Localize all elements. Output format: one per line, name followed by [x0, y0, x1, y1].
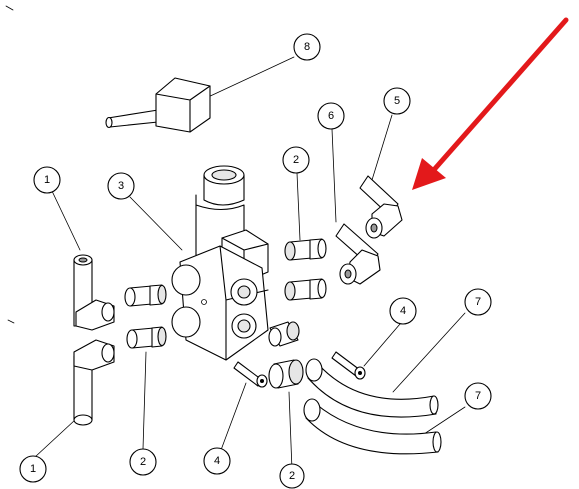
- margin-marks: [5, 5, 15, 324]
- callout-1-lower: 1: [19, 455, 47, 483]
- leader-lines: [34, 56, 466, 471]
- callout-label: 4: [214, 455, 220, 467]
- part-4-pin-left: [233, 361, 268, 388]
- callout-label: 1: [30, 463, 36, 475]
- callout-label: 2: [289, 470, 295, 482]
- callout-7-lower: 7: [464, 382, 492, 410]
- part-7-hose-lower: [303, 398, 442, 455]
- callout-8: 8: [293, 33, 321, 61]
- callout-2-top: 2: [282, 146, 310, 174]
- part-2-fitting-upper-left: [124, 284, 167, 307]
- red-arrow-indicator: [412, 17, 569, 190]
- callout-label: 3: [118, 180, 124, 192]
- part-2-fitting-mid-right: [284, 278, 327, 301]
- callout-4-left: 4: [203, 447, 231, 475]
- callout-3: 3: [107, 172, 135, 200]
- part-5-elbow: [359, 175, 403, 239]
- part-7-hose-upper: [305, 358, 439, 418]
- part-1-elbow-upper: [73, 254, 115, 331]
- part-6-elbow: [335, 223, 381, 285]
- callout-label: 5: [394, 95, 400, 107]
- part-4-pin-right: [331, 351, 366, 380]
- callout-7-upper: 7: [464, 288, 492, 316]
- callout-label: 7: [475, 296, 481, 308]
- callout-1-upper: 1: [33, 166, 61, 194]
- callout-6: 6: [317, 102, 345, 130]
- part-2-fitting-upper-right: [284, 238, 327, 261]
- callout-4-right: 4: [389, 297, 417, 325]
- callout-label: 2: [140, 456, 146, 468]
- callout-5: 5: [383, 87, 411, 115]
- callout-2-lower-left: 2: [129, 448, 157, 476]
- part-2-fitting-center: [268, 321, 300, 347]
- part-1-elbow-lower: [73, 339, 115, 426]
- callout-label: 8: [304, 41, 310, 53]
- part-2-fitting-lower-left: [126, 326, 167, 349]
- part-2-fitting-bottom: [268, 359, 304, 389]
- callout-label: 6: [328, 110, 334, 122]
- callout-label: 1: [44, 174, 50, 186]
- part-8-handle: [105, 77, 211, 133]
- callout-label: 7: [475, 390, 481, 402]
- callout-label: 4: [400, 305, 406, 317]
- callout-label: 2: [293, 154, 299, 166]
- part-3-valve-block: [171, 165, 269, 361]
- callout-2-bottom: 2: [279, 463, 305, 489]
